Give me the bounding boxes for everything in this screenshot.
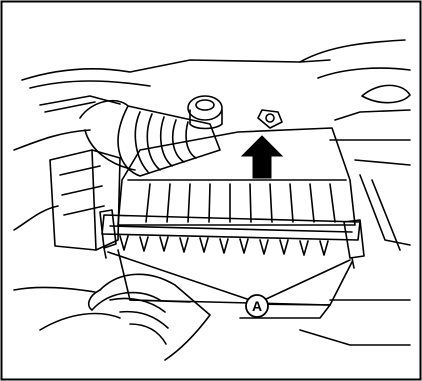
- callout-a: A: [246, 295, 268, 317]
- callout-a-label: A: [252, 298, 262, 314]
